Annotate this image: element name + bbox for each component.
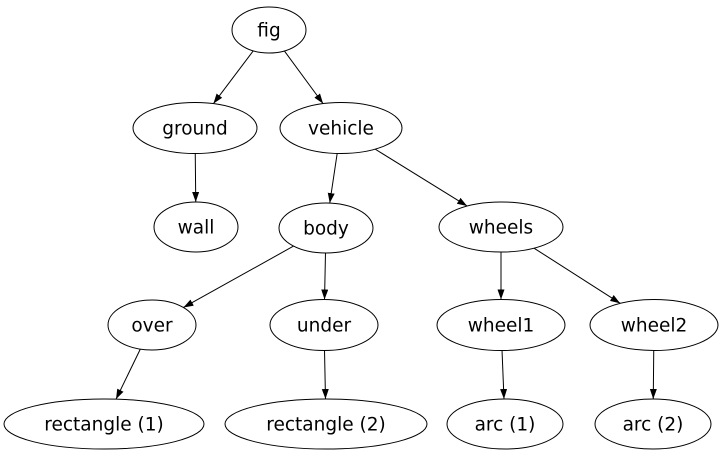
node-under-ellipse bbox=[269, 299, 379, 351]
node-under: under bbox=[269, 299, 379, 351]
node-fig-label: fig bbox=[257, 21, 280, 42]
nodes-layer: fig ground vehicle wall body wheels over under w… bbox=[3, 6, 719, 450]
node-wheels-label: wheels bbox=[469, 218, 533, 239]
node-fig-ellipse bbox=[231, 6, 307, 54]
node-rect2-label: rectangle (2) bbox=[266, 415, 385, 436]
edge-wheel1-arc1 bbox=[500, 350, 508, 400]
node-body-ellipse bbox=[278, 202, 374, 254]
node-fig: fig bbox=[231, 6, 307, 54]
node-arc2-ellipse bbox=[594, 398, 712, 450]
node-wall: wall bbox=[153, 201, 239, 253]
node-ground: ground bbox=[132, 102, 258, 154]
node-vehicle-label: vehicle bbox=[308, 119, 374, 140]
node-under-label: under bbox=[297, 316, 352, 337]
node-rect2-ellipse bbox=[224, 398, 428, 450]
node-rect2: rectangle (2) bbox=[224, 398, 428, 450]
node-rect1: rectangle (1) bbox=[3, 398, 205, 450]
node-body: body bbox=[278, 202, 374, 254]
edge-body-under bbox=[321, 252, 329, 300]
edge-wheels-wheel2 bbox=[533, 247, 621, 304]
node-wall-ellipse bbox=[153, 201, 239, 253]
node-arc2: arc (2) bbox=[594, 398, 712, 450]
node-wheel1-ellipse bbox=[436, 299, 566, 351]
node-rect1-label: rectangle (1) bbox=[44, 415, 163, 436]
node-arc1-label: arc (1) bbox=[475, 415, 536, 436]
node-over-label: over bbox=[131, 316, 173, 337]
node-vehicle: vehicle bbox=[279, 102, 403, 154]
node-wheel1: wheel1 bbox=[436, 299, 566, 351]
node-over-ellipse bbox=[107, 299, 197, 351]
node-wheel2: wheel2 bbox=[589, 299, 719, 351]
edges-layer bbox=[115, 50, 657, 400]
node-arc2-label: arc (2) bbox=[623, 415, 684, 436]
node-wheels-ellipse bbox=[438, 201, 564, 253]
edge-vehicle-body bbox=[327, 153, 338, 204]
node-ground-ellipse bbox=[132, 102, 258, 154]
node-arc1: arc (1) bbox=[446, 398, 564, 450]
edge-vehicle-wheels bbox=[374, 148, 468, 207]
node-wall-label: wall bbox=[178, 218, 215, 239]
node-arc1-ellipse bbox=[446, 398, 564, 450]
node-wheel1-label: wheel1 bbox=[468, 316, 535, 337]
node-wheels: wheels bbox=[438, 201, 564, 253]
edge-body-over bbox=[183, 245, 294, 308]
node-wheel2-ellipse bbox=[589, 299, 719, 351]
edge-fig-vehicle bbox=[283, 50, 324, 104]
node-wheel2-label: wheel2 bbox=[621, 316, 688, 337]
edge-fig-ground bbox=[212, 50, 254, 104]
edge-over-rect1 bbox=[115, 348, 141, 400]
node-over: over bbox=[107, 299, 197, 351]
node-vehicle-ellipse bbox=[279, 102, 403, 154]
node-ground-label: ground bbox=[162, 119, 227, 140]
node-body-label: body bbox=[303, 219, 349, 240]
edge-under-rect2 bbox=[321, 350, 329, 400]
node-rect1-ellipse bbox=[3, 398, 205, 450]
